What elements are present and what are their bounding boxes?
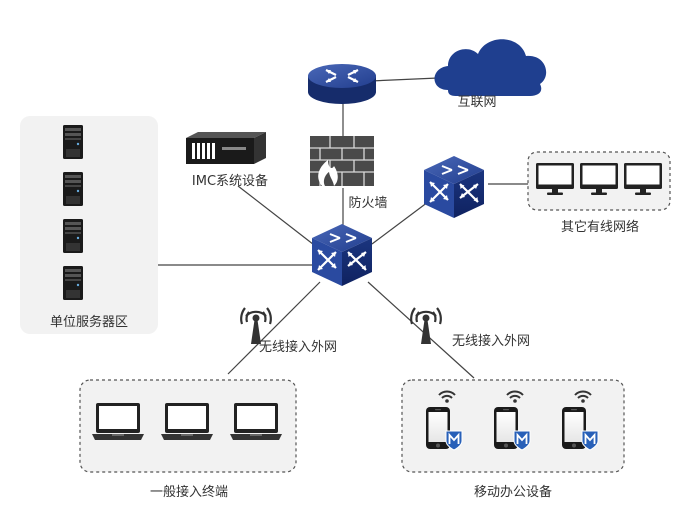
firewall-icon: 防火墙 <box>310 136 388 211</box>
wireless-right-label: 无线接入外网 <box>452 333 530 349</box>
general-terminals-group: 一般接入终端 <box>79 379 297 500</box>
general-terminals-label: 一般接入终端 <box>150 484 228 500</box>
server-area-label: 单位服务器区 <box>50 314 128 330</box>
laptop-icon <box>92 403 144 440</box>
core-switch-icon <box>310 222 374 288</box>
firewall-label: 防火墙 <box>348 195 387 211</box>
imc-server-icon: IMC系统设备 <box>186 132 268 189</box>
internet-cloud: 互联网 <box>434 39 547 110</box>
tower-server-icon <box>63 219 83 253</box>
laptop-icon <box>161 403 213 440</box>
other-network-label: 其它有线网络 <box>561 219 639 235</box>
imc-label: IMC系统设备 <box>192 173 268 189</box>
cloud-icon <box>434 39 547 96</box>
mobile-office-label: 移动办公设备 <box>474 484 552 500</box>
other-network-group: 其它有线网络 <box>527 151 671 235</box>
server-area-group: 单位服务器区 <box>20 116 158 334</box>
laptop-icon <box>230 403 282 440</box>
antenna-icon <box>240 306 272 346</box>
antenna-icon <box>410 306 442 346</box>
mobile-office-group: 移动办公设备 <box>401 379 625 500</box>
tower-server-icon <box>63 125 83 159</box>
switch-icon <box>422 154 486 220</box>
tower-server-icon <box>63 266 83 300</box>
tower-server-icon <box>63 172 83 206</box>
wireless-left-label: 无线接入外网 <box>259 339 337 355</box>
internet-label: 互联网 <box>457 95 496 110</box>
router-icon <box>308 64 376 104</box>
